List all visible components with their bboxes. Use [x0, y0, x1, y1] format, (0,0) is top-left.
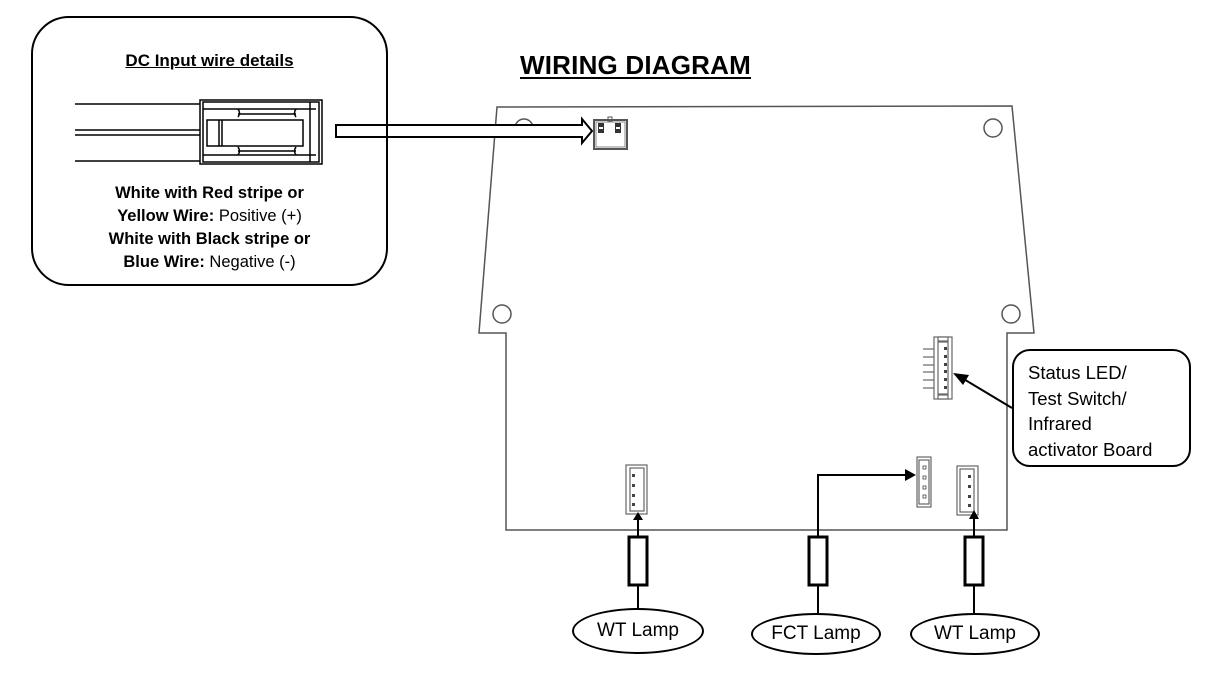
mounting-hole: [983, 118, 1003, 138]
dc-input-details-box: DC Input wire details White with Red str…: [31, 16, 388, 286]
callout-line: Infrared: [1028, 413, 1092, 434]
diagram-title: WIRING DIAGRAM: [520, 50, 751, 80]
positive-wire-desc: White with Red stripe or: [115, 184, 304, 202]
wt-lamp-connector-right: [956, 465, 979, 516]
wt-lamp-connector-left: [625, 464, 648, 515]
wt-lamp-right: WT Lamp: [910, 613, 1040, 655]
status-led-callout: Status LED/ Test Switch/ Infrared activa…: [1012, 349, 1191, 467]
dc-input-wire-legend: White with Red stripe or Yellow Wire: Po…: [33, 182, 386, 274]
fct-lamp-connector: [916, 456, 932, 508]
pcb-board-outline: [478, 105, 1035, 531]
callout-line: activator Board: [1028, 438, 1153, 460]
mounting-hole: [1001, 304, 1021, 324]
wt-lamp-right-arrowhead: [969, 510, 979, 519]
callout-line: Status LED/: [1028, 362, 1127, 383]
status-led-connector: [923, 336, 953, 400]
positive-wire-name: Yellow Wire:: [117, 207, 215, 225]
wt-lamp-left-arrowhead: [633, 512, 643, 520]
wt-lamp-left: WT Lamp: [572, 608, 704, 654]
dc-input-connector: [593, 116, 628, 150]
negative-wire-name: Blue Wire:: [123, 253, 205, 271]
fct-lamp-wiring: [807, 474, 906, 614]
negative-wire-desc: White with Black stripe or: [108, 230, 311, 248]
positive-wire-polarity: Positive (+): [218, 207, 302, 225]
callout-arrow-line: [961, 377, 1013, 409]
fct-lamp-arrowhead: [905, 469, 916, 481]
mounting-hole: [492, 304, 512, 324]
negative-wire-polarity: Negative (-): [209, 253, 296, 271]
callout-arrowhead: [953, 373, 969, 385]
dc-plug-drawing: [75, 99, 323, 165]
callout-line: Test Switch/: [1028, 387, 1127, 409]
dc-input-arrow: [335, 116, 594, 146]
fct-lamp: FCT Lamp: [751, 613, 881, 655]
dc-input-heading: DC Input wire details: [125, 51, 294, 70]
wt-lamp-right-wiring: [963, 517, 985, 614]
